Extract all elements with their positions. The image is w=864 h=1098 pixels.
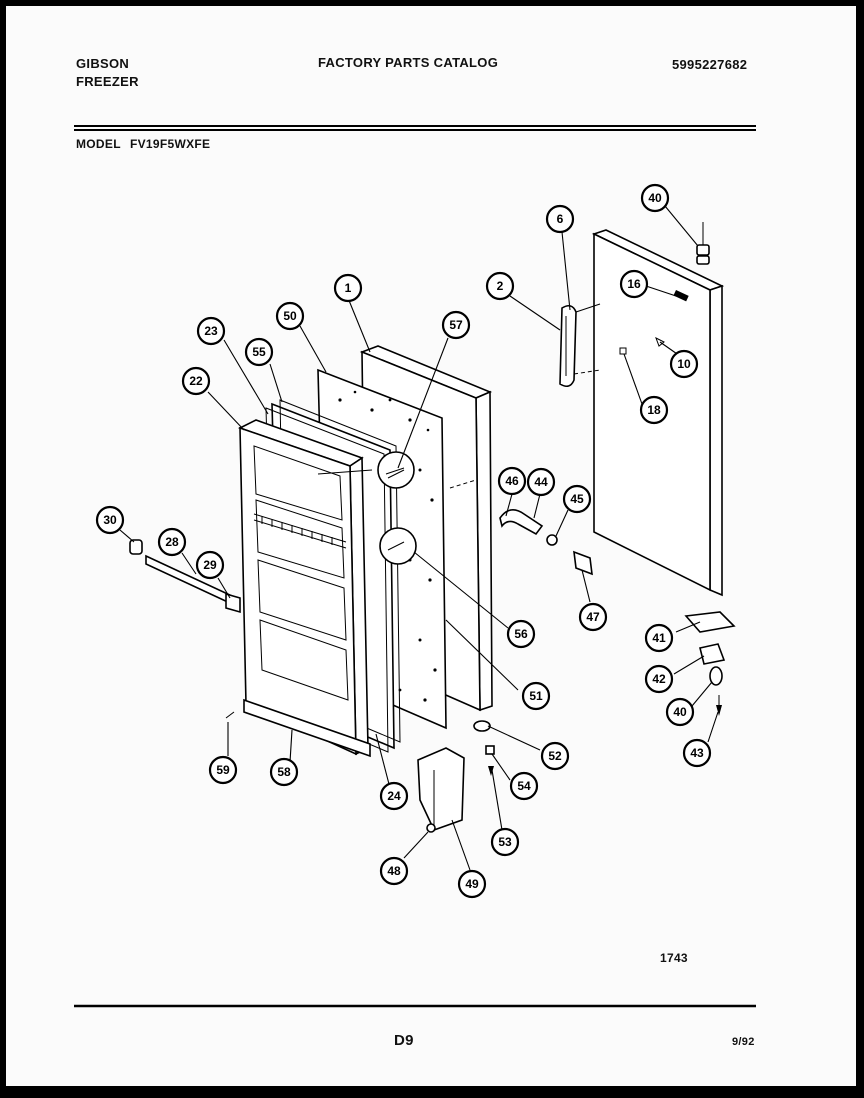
callout-41: 41: [644, 623, 674, 653]
svg-text:28: 28: [165, 535, 179, 549]
callout-30: 30: [95, 505, 125, 535]
svg-text:56: 56: [514, 627, 528, 641]
callout-58: 58: [269, 757, 299, 787]
catalog-number: 5995227682: [672, 57, 748, 72]
callout-43: 43: [682, 738, 712, 768]
svg-text:24: 24: [387, 789, 401, 803]
svg-text:51: 51: [529, 689, 543, 703]
svg-text:16: 16: [627, 277, 641, 291]
callout-45: 45: [562, 484, 592, 514]
print-date: 9/92: [732, 1036, 755, 1048]
callout-18: 18: [639, 395, 669, 425]
svg-text:23: 23: [204, 324, 218, 338]
latch-assembly: [499, 509, 593, 576]
callout-2: 2: [485, 271, 515, 301]
callout-54: 54: [509, 771, 539, 801]
callout-10: 10: [669, 349, 699, 379]
svg-text:22: 22: [189, 374, 203, 388]
callout-24: 24: [379, 781, 409, 811]
svg-text:54: 54: [517, 779, 531, 793]
svg-text:57: 57: [449, 318, 463, 332]
page-code: D9: [394, 1032, 414, 1049]
callout-42: 42: [644, 664, 674, 694]
callout-56: 56: [506, 619, 536, 649]
callout-16: 16: [619, 269, 649, 299]
callout-55: 55: [244, 337, 274, 367]
callout-59: 59: [208, 755, 238, 785]
svg-text:42: 42: [652, 672, 666, 686]
door-shelf-frame: [237, 419, 369, 756]
callout-40-top: 40: [640, 183, 670, 213]
bottom-hinge: [684, 611, 736, 716]
callout-47: 47: [578, 602, 608, 632]
svg-text:59: 59: [216, 763, 230, 777]
model-number: FV19F5WXFE: [130, 137, 211, 151]
svg-text:46: 46: [505, 474, 519, 488]
small-fasteners: [225, 711, 495, 833]
callout-6: 6: [545, 204, 575, 234]
top-hinge-bushing: [696, 222, 710, 265]
detail-magnifiers: [377, 451, 417, 565]
kickplate: [417, 747, 465, 831]
svg-text:18: 18: [647, 403, 661, 417]
brand-name: GIBSON: [76, 56, 130, 71]
svg-text:2: 2: [497, 279, 504, 293]
svg-text:47: 47: [586, 610, 600, 624]
svg-text:44: 44: [534, 475, 548, 489]
callout-48: 48: [379, 856, 409, 886]
model-label: MODEL: [76, 137, 121, 151]
callout-22: 22: [181, 366, 211, 396]
catalog-title: FACTORY PARTS CATALOG: [318, 55, 499, 70]
callout-28: 28: [157, 527, 187, 557]
shelf-bar-assembly: [129, 539, 241, 614]
svg-text:55: 55: [252, 345, 266, 359]
callout-23: 23: [196, 316, 226, 346]
figure-number: 1743: [660, 951, 688, 965]
callout-51: 51: [521, 681, 551, 711]
callout-57: 57: [441, 310, 471, 340]
callout-53: 53: [490, 827, 520, 857]
svg-text:1: 1: [345, 281, 352, 295]
svg-text:43: 43: [690, 746, 704, 760]
callout-44: 44: [526, 467, 556, 497]
callout-46: 46: [497, 466, 527, 496]
svg-text:49: 49: [465, 877, 479, 891]
svg-text:45: 45: [570, 492, 584, 506]
callout-49: 49: [457, 869, 487, 899]
door-handle: [559, 303, 601, 388]
svg-text:50: 50: [283, 309, 297, 323]
callout-40-bottom: 40: [665, 697, 695, 727]
callout-29: 29: [195, 550, 225, 580]
callout-1: 1: [333, 273, 363, 303]
svg-text:29: 29: [203, 558, 217, 572]
svg-text:52: 52: [548, 749, 562, 763]
bottom-trim: [243, 698, 371, 758]
svg-text:40: 40: [673, 705, 687, 719]
product-name: FREEZER: [76, 74, 139, 89]
svg-text:6: 6: [557, 212, 564, 226]
leader-lines: [119, 205, 719, 871]
svg-text:30: 30: [103, 513, 117, 527]
svg-text:40: 40: [648, 191, 662, 205]
svg-text:10: 10: [677, 357, 691, 371]
svg-text:48: 48: [387, 864, 401, 878]
svg-text:53: 53: [498, 835, 512, 849]
callout-52: 52: [540, 741, 570, 771]
callout-50: 50: [275, 301, 305, 331]
svg-text:58: 58: [277, 765, 291, 779]
svg-text:41: 41: [652, 631, 666, 645]
